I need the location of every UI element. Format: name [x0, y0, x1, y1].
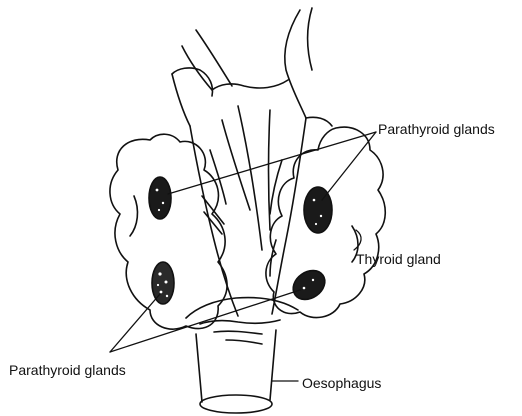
oesophagus-label: Oesophagus [302, 375, 381, 391]
oesophagus-tube [196, 330, 276, 413]
parathyroid-gland-right-lower [288, 265, 331, 306]
leader-lines [110, 132, 376, 381]
parathyroid-gland-right-upper [304, 187, 332, 233]
parathyroid-gland-left-lower [152, 262, 174, 304]
thyroid-gland-label: Thyroid gland [356, 251, 441, 267]
leader-bottom-to-right-gland [110, 290, 300, 352]
leader-top-to-right-gland [322, 132, 376, 200]
thyroid-isthmus [186, 298, 298, 345]
parathyroid-glands-label-bottom: Parathyroid glands [9, 362, 126, 378]
leader-top-to-left-gland [168, 132, 376, 194]
parathyroid-glands-label-top: Parathyroid glands [378, 121, 495, 137]
larynx-structure [172, 8, 332, 316]
parathyroid-gland-left-upper [149, 177, 171, 219]
